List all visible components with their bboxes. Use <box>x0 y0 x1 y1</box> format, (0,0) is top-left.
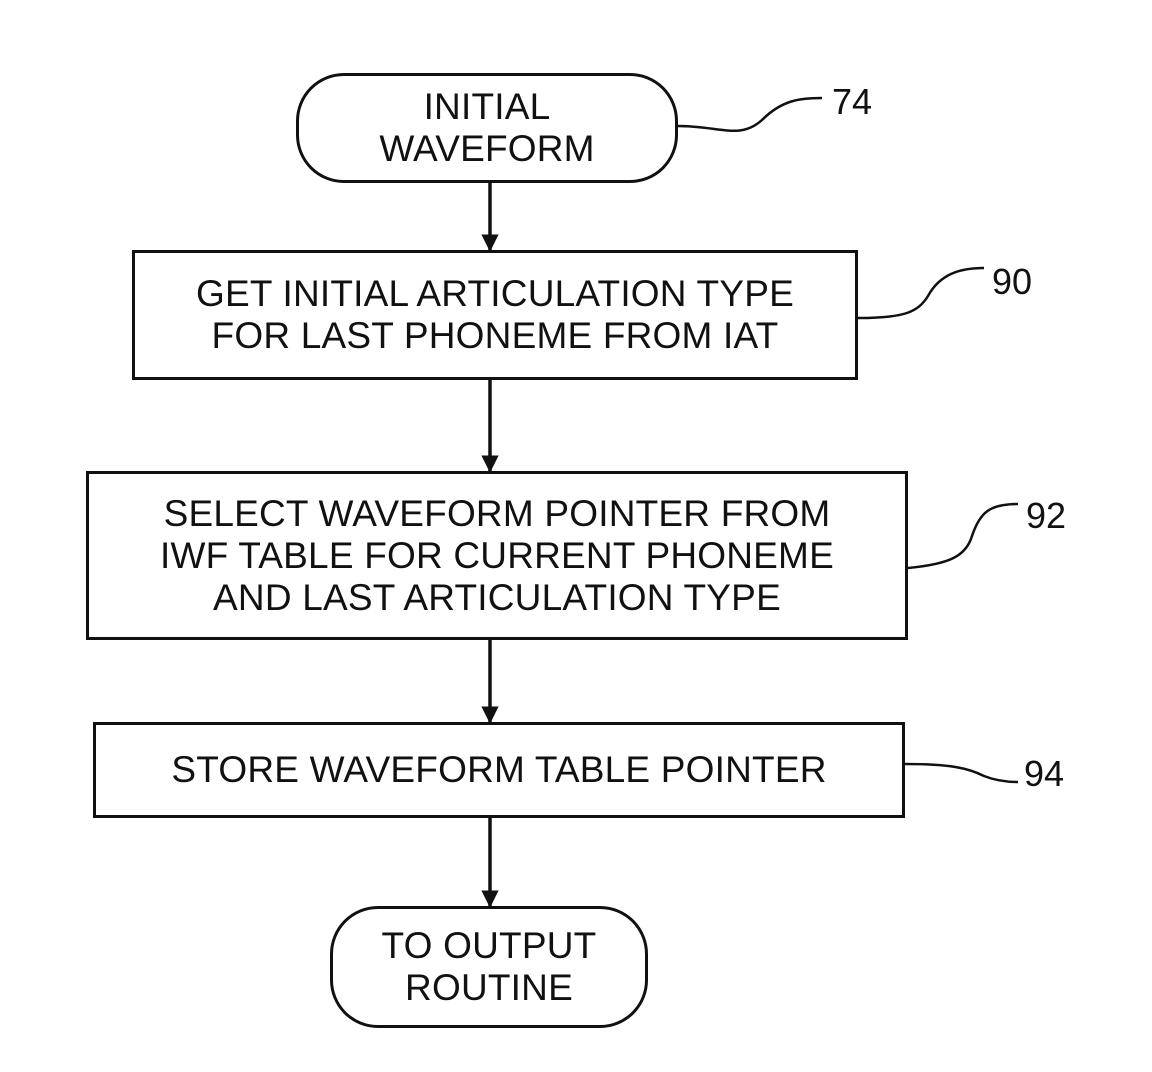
process-select-waveform-pointer: SELECT WAVEFORM POINTER FROM IWF TABLE F… <box>86 471 908 640</box>
leader-line-74 <box>678 98 822 131</box>
leader-line-92 <box>908 504 1018 568</box>
leader-line-90 <box>858 268 984 318</box>
start-label-line-2: WAVEFORM <box>379 128 594 170</box>
ref-number-74: 74 <box>832 82 872 122</box>
end-terminal: TO OUTPUT ROUTINE <box>330 906 648 1028</box>
step2-label-line-1: SELECT WAVEFORM POINTER FROM <box>164 493 831 535</box>
ref-number-94: 94 <box>1024 754 1064 794</box>
step1-label-line-2: FOR LAST PHONEME FROM IAT <box>212 315 779 357</box>
start-terminal: INITIAL WAVEFORM <box>296 73 678 183</box>
process-store-waveform-table-pointer: STORE WAVEFORM TABLE POINTER <box>93 722 905 818</box>
process-get-articulation-type: GET INITIAL ARTICULATION TYPE FOR LAST P… <box>132 250 858 380</box>
ref-number-90: 90 <box>992 262 1032 302</box>
leader-line-94 <box>905 764 1018 782</box>
step3-label-line-1: STORE WAVEFORM TABLE POINTER <box>171 749 826 791</box>
step2-label-line-3: AND LAST ARTICULATION TYPE <box>213 577 781 619</box>
start-label-line-1: INITIAL <box>424 86 551 128</box>
ref-number-92: 92 <box>1026 496 1066 536</box>
step1-label-line-1: GET INITIAL ARTICULATION TYPE <box>196 273 794 315</box>
end-label-line-2: ROUTINE <box>405 967 573 1009</box>
step2-label-line-2: IWF TABLE FOR CURRENT PHONEME <box>160 535 834 577</box>
end-label-line-1: TO OUTPUT <box>382 925 597 967</box>
